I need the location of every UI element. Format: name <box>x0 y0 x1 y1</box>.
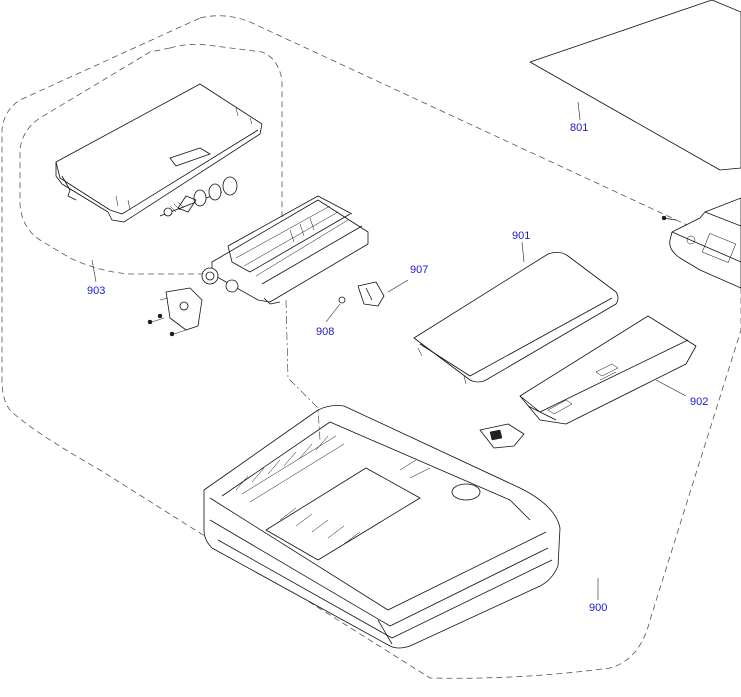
part-908 <box>338 296 346 304</box>
side-bracket-part <box>147 287 203 337</box>
adf-cover-part <box>55 83 263 223</box>
leader-901 <box>521 241 525 263</box>
leader-908 <box>325 303 341 323</box>
document-mat-part <box>529 0 741 171</box>
pickup-roller-part <box>159 176 238 217</box>
leader-907 <box>387 279 409 293</box>
group-900-boundary <box>1 15 741 679</box>
leader-902 <box>655 379 687 397</box>
output-tray-part <box>519 315 697 425</box>
document-cover-part <box>413 252 619 385</box>
callout-902: 902 <box>690 396 708 408</box>
callout-908: 908 <box>316 326 334 338</box>
callout-903: 903 <box>87 285 105 297</box>
callout-900: 900 <box>589 602 607 614</box>
callout-901: 901 <box>512 230 530 242</box>
callout-801: 801 <box>570 122 588 134</box>
scanner-unit-part <box>661 197 741 289</box>
adf-feeder-mechanism-part <box>201 195 369 305</box>
latch-part <box>479 423 525 449</box>
adf-base-frame-part <box>203 405 561 649</box>
leader-801 <box>577 101 581 121</box>
leader-903 <box>91 259 97 283</box>
assembly-chain-line <box>285 299 321 441</box>
part-907 <box>357 281 385 307</box>
callout-907: 907 <box>410 264 428 276</box>
